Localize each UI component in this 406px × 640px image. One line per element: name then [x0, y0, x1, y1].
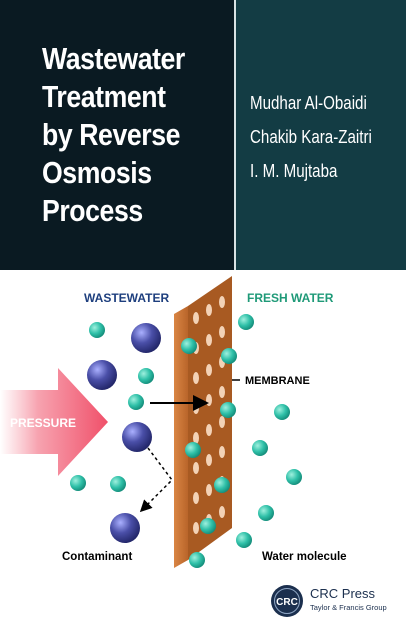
water-molecule: [236, 532, 252, 548]
water-molecule: [70, 475, 86, 491]
title-line: by Reverse: [42, 117, 180, 152]
title-line: Wastewater: [42, 41, 185, 76]
illustration-area: WASTEWATER FRESH WATER PRESSURE: [0, 270, 406, 640]
wastewater-label: WASTEWATER: [84, 291, 169, 305]
book-title: Wastewater Treatment by Reverse Osmosis …: [42, 40, 185, 230]
pressure-arrow: PRESSURE: [0, 368, 108, 476]
water-molecule: [238, 314, 254, 330]
contaminant: [87, 360, 117, 390]
water-molecule: [138, 368, 154, 384]
water-molecule: [214, 477, 230, 493]
author-list: Mudhar Al-Obaidi Chakib Kara-Zaitri I. M…: [250, 86, 372, 188]
water-molecule: [258, 505, 274, 521]
author-name: I. M. Mujtaba: [250, 161, 338, 181]
water-molecule: [286, 469, 302, 485]
water-molecule: [89, 322, 105, 338]
water-molecule-label: Water molecule: [262, 551, 347, 563]
water-molecule: [200, 518, 216, 534]
contaminant-label: Contaminant: [62, 551, 132, 563]
pressure-label: PRESSURE: [10, 416, 76, 430]
reverse-osmosis-illustration: WASTEWATER FRESH WATER PRESSURE: [0, 276, 347, 568]
water-molecule: [189, 552, 205, 568]
publisher-logo: CRC CRC Press Taylor & Francis Group: [270, 582, 390, 622]
panel-divider: [234, 0, 236, 270]
title-line: Treatment: [42, 79, 166, 114]
water-molecule: [185, 442, 201, 458]
title-panel: Wastewater Treatment by Reverse Osmosis …: [0, 0, 234, 270]
authors-panel: [236, 0, 406, 270]
author-name: Chakib Kara-Zaitri: [250, 127, 372, 147]
publisher-name: CRC Press: [310, 586, 376, 601]
contaminant: [110, 513, 140, 543]
water-molecule: [110, 476, 126, 492]
publisher-subline: Taylor & Francis Group: [310, 603, 387, 612]
crc-logo-icon: CRC: [271, 585, 303, 617]
water-molecules: [70, 314, 302, 568]
contaminant: [131, 323, 161, 353]
water-molecule: [221, 348, 237, 364]
title-line: Process: [42, 193, 143, 228]
water-molecule: [252, 440, 268, 456]
water-molecule: [220, 402, 236, 418]
contaminants: [87, 323, 161, 543]
rejected-contaminant-arrow: [139, 447, 173, 513]
membrane-label: MEMBRANE: [245, 375, 310, 387]
water-molecule: [181, 338, 197, 354]
contaminant: [122, 422, 152, 452]
title-line: Osmosis: [42, 155, 152, 190]
fresh-water-label: FRESH WATER: [247, 291, 334, 305]
crc-logo-text: CRC: [276, 597, 298, 608]
water-molecule: [128, 394, 144, 410]
author-name: Mudhar Al-Obaidi: [250, 93, 367, 113]
water-molecule: [274, 404, 290, 420]
